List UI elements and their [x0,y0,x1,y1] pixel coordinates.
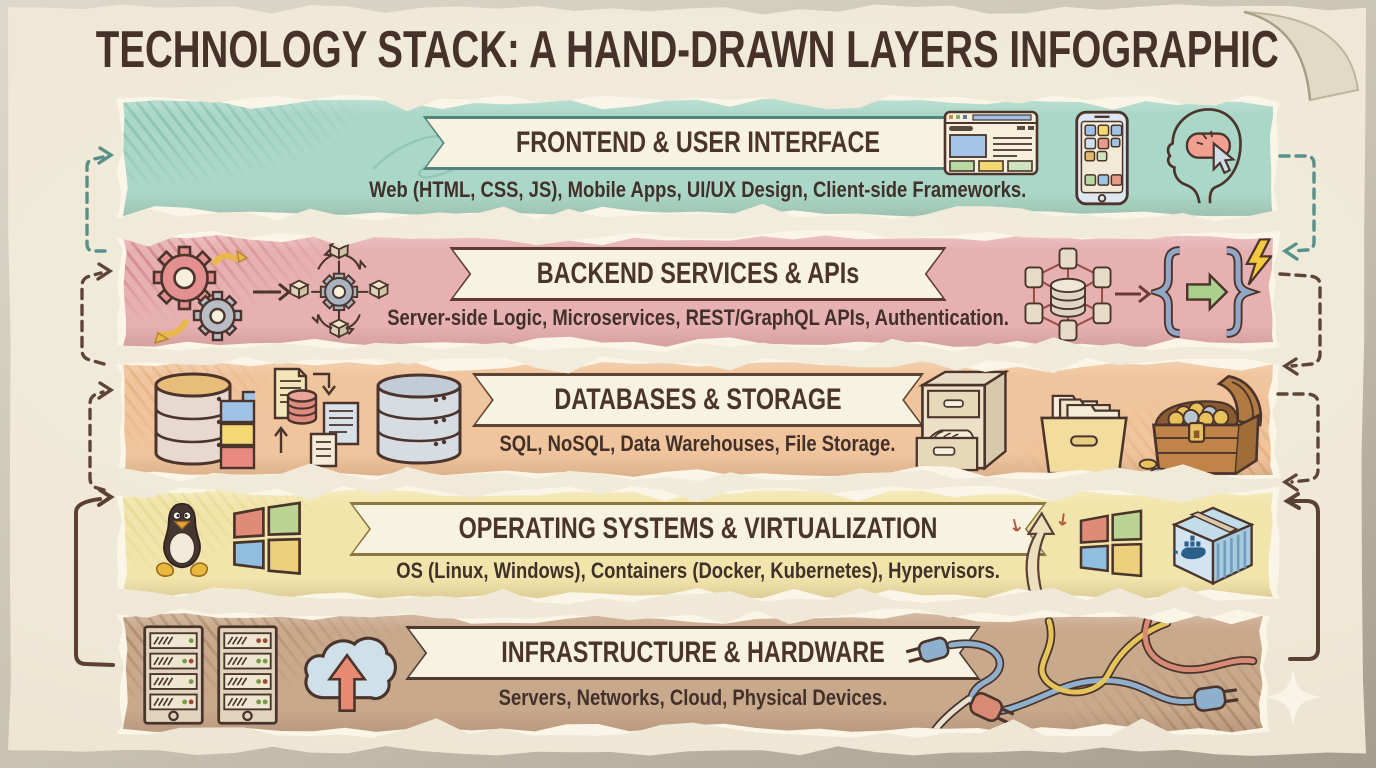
file-cabinet-icon [913,364,1013,478]
layer-subtitle: OS (Linux, Windows), Containers (Docker,… [396,558,1000,583]
colored-records-icon [218,399,256,471]
layer-subtitle: Server-side Logic, Microservices, REST/G… [387,305,1009,330]
head-with-cursor-icon [1160,105,1246,205]
layer-subtitle: Servers, Networks, Cloud, Physical Devic… [498,685,888,710]
gears-icon [143,240,255,344]
database-stack-icon [374,373,464,467]
docker-box-icon [1166,496,1260,592]
layer-title-ribbon: DATABASES & STORAGE [472,373,924,427]
paper-corner-fold-decoration [1216,4,1366,114]
layer-subtitle: SQL, NoSQL, Data Warehouses, File Storag… [499,431,897,456]
code-braces-icon [1151,243,1263,341]
document-sync-icon [271,366,363,470]
arrow-icon [251,281,291,303]
page-title: TECHNOLOGY STACK: A HAND-DRAWN LAYERS IN… [95,21,1279,79]
cloud-upload-icon [299,625,397,715]
linux-penguin-icon [151,494,213,586]
tangled-cables-icon [901,615,1263,735]
layer-title-ribbon: FRONTEND & USER INTERFACE [423,116,974,170]
folder-box-icon [1035,383,1133,475]
lightning-bolt-icon [1243,237,1277,287]
server-rack-icon [215,623,280,727]
layer-databases: DATABASES & STORAGE SQL, NoSQL, Data War… [116,356,1280,482]
browser-window-icon [943,110,1039,176]
layer-frontend: FRONTEND & USER INTERFACE Web (HTML, CSS… [116,94,1280,222]
server-rack-icon [141,623,206,727]
layer-operating-systems: OPERATING SYSTEMS & VIRTUALIZATION OS (L… [116,485,1280,604]
layer-backend: BACKEND SERVICES & APIs Server-side Logi… [116,230,1280,352]
paper-sheet: TECHNOLOGY STACK: A HAND-DRAWN LAYERS IN… [8,4,1366,756]
windows-logo-icon [229,500,305,580]
layer-infrastructure: INFRASTRUCTURE & HARDWARE Servers, Netwo… [116,608,1270,738]
layer-subtitle: Web (HTML, CSS, JS), Mobile Apps, UI/UX … [369,177,1027,202]
database-cluster-icon [1011,241,1125,345]
windows-logo-icon [1076,509,1146,581]
layer-title-ribbon: BACKEND SERVICES & APIs [449,247,946,301]
microservices-hub-icon [287,237,391,345]
arrow-icon [1113,283,1151,305]
layer-title-ribbon: INFRASTRUCTURE & HARDWARE [405,626,981,680]
smartphone-icon [1073,109,1131,207]
sparkle-decoration [1260,664,1326,730]
treasure-chest-icon [1138,367,1272,481]
layer-title-ribbon: OPERATING SYSTEMS & VIRTUALIZATION [349,502,1047,556]
curved-up-arrow-icon [1008,494,1074,606]
